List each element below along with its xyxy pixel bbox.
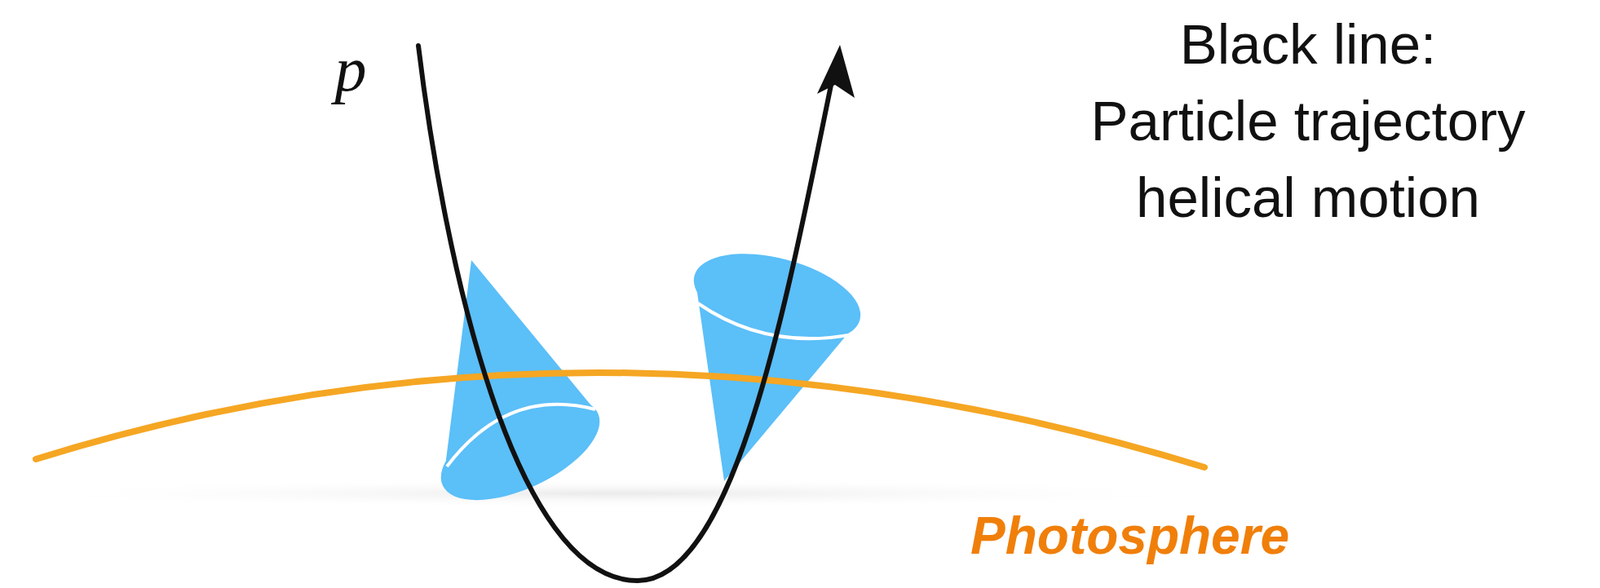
particle-label: p [313,32,388,107]
arrowhead [817,44,855,98]
note-text: Particle trajectory helical motion [1022,83,1594,237]
photosphere-line [35,372,1205,468]
particle-trajectory [418,45,834,581]
emission-cone [426,260,615,522]
note-text: Black line: [1022,6,1594,84]
ground-shadow [0,478,1240,509]
photosphere-label: Photosphere [970,503,1428,568]
emission-cone [684,237,871,482]
